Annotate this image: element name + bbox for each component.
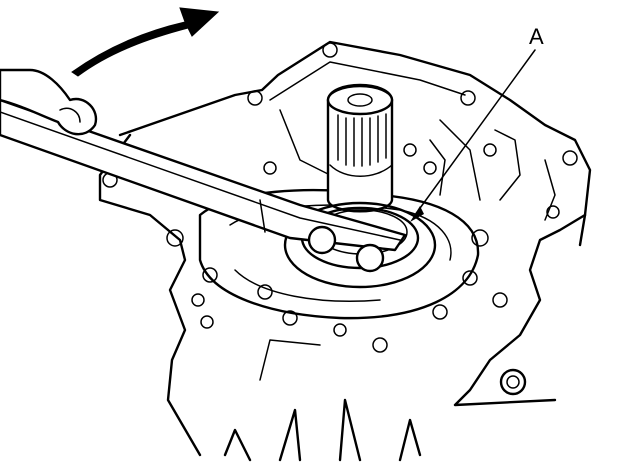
callout-a-label: A: [529, 24, 544, 49]
direction-arrow-icon: [71, 7, 220, 77]
callout-a-leader: [410, 49, 536, 222]
pry-tool: [0, 98, 407, 273]
output-shaft: [326, 83, 394, 213]
transmission-housing: [98, 40, 592, 462]
hand-finger: [0, 68, 98, 136]
